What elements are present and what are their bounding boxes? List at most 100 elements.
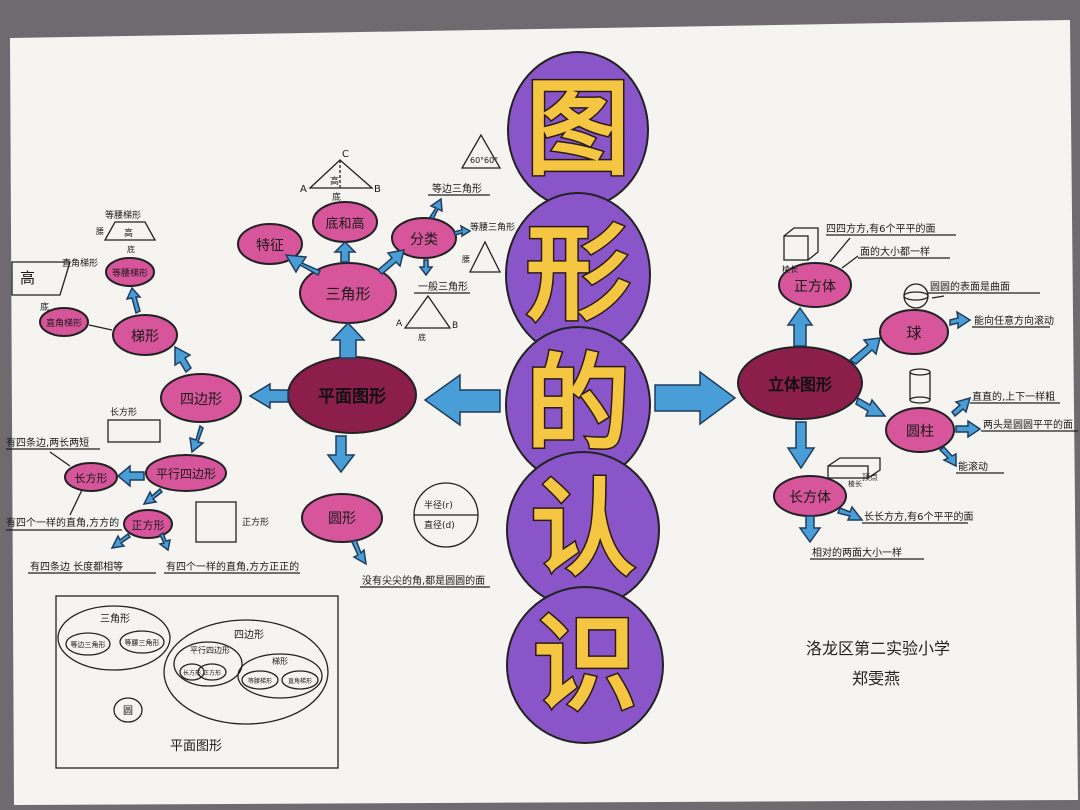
set-iso-trap (241, 670, 279, 690)
set-right-trap (281, 670, 319, 690)
node-parallelogram (145, 454, 227, 492)
set-circle-label: 圆 (123, 705, 133, 717)
author-name: 郑雯燕 (852, 669, 900, 688)
set-rectangle-label: 长方形 (183, 669, 201, 677)
set-isosceles (119, 630, 165, 654)
sphere-desc-1: 圆圆的表面是曲面 (930, 280, 1010, 293)
rectangle-desc-2: 有四个一样的直角,方方的 (6, 516, 119, 529)
square-desc: 有四条边 长度都相等 (30, 560, 123, 573)
height-label: 高 (124, 227, 133, 239)
features-label: 特征 (256, 238, 284, 254)
angle-label: 60° (484, 156, 498, 165)
arrow-to-classify (376, 249, 406, 276)
cuboid-sketch-edge (827, 457, 881, 479)
iso-trap-label: 等腰梯形 (112, 267, 148, 279)
link-line (931, 295, 945, 299)
diameter-label: 直径(d) (424, 519, 455, 531)
rectangle-desc: 有四条边,两长两短 (6, 436, 89, 449)
cube-sketch-edge (783, 227, 819, 261)
classify-label: 分类 (410, 232, 438, 248)
set-square (197, 663, 227, 681)
school-name: 洛龙区第二实验小学 (806, 639, 950, 658)
cuboid-label: 长方体 (789, 490, 831, 506)
solid-root-label: 立体图形 (768, 375, 832, 394)
title-column: 图 形 的 认 识 (505, 51, 664, 744)
rectangle-sketch (107, 419, 161, 443)
equilateral-sketch (460, 133, 502, 169)
set-trapezoid-label: 梯形 (272, 656, 288, 666)
set-equilateral-label: 等边三角形 (71, 640, 106, 649)
node-classify (391, 217, 457, 259)
cuboid-sketch (827, 465, 869, 479)
set-trapezoid (237, 653, 323, 699)
sphere-desc-2: 能向任意方向滚动 (974, 314, 1054, 327)
node-cylinder (885, 407, 955, 453)
cylinder-desc-3: 能滚动 (958, 460, 988, 473)
node-right-trap (39, 307, 89, 337)
waist-label: 腰 (462, 255, 470, 264)
set-square-label: 正方形 (203, 669, 221, 677)
arrow-to-general (418, 259, 434, 277)
circle-label: 圆形 (328, 511, 356, 527)
title-char: 识 (533, 603, 637, 725)
cube-label: 正方体 (794, 279, 836, 295)
base-label: 底 (332, 191, 341, 203)
arrow-to-cyl-desc-1 (950, 396, 972, 418)
set-rectangle (179, 663, 205, 681)
arrow-to-base-height (333, 240, 357, 263)
sphere-equator (903, 291, 929, 301)
arrow-to-sphere-desc (949, 310, 972, 330)
quad-label: 四边形 (180, 392, 222, 408)
set-parallelogram (173, 641, 243, 687)
arrow-to-isosceles (453, 224, 472, 238)
cuboid-vertex-label: 顶点 (862, 473, 878, 482)
title-char: 的 (526, 343, 630, 465)
node-sphere (879, 309, 949, 355)
set-isosceles-label: 等腰三角形 (125, 638, 160, 647)
cube-edge-label: 棱长 (782, 264, 798, 274)
title-circle (506, 586, 664, 744)
right-trap-caption: 直角梯形 (62, 257, 98, 269)
base-label: 底 (418, 332, 426, 342)
iso-trap-caption: 等腰梯形 (105, 209, 141, 221)
waist-label: 腰 (96, 227, 104, 236)
set-quad (163, 619, 329, 725)
summary-box (55, 595, 339, 769)
arrow-to-rectangle (116, 464, 145, 488)
arrow-to-circle (326, 435, 356, 474)
set-triangle-label: 三角形 (100, 613, 130, 625)
arrow-to-features (284, 254, 322, 277)
node-circle (301, 493, 383, 543)
link-line (69, 489, 83, 516)
arrow-to-cuboid (786, 421, 816, 470)
base-label: 底 (40, 301, 49, 313)
sphere-label: 球 (906, 324, 921, 342)
base-height-label: 底和高 (325, 216, 364, 232)
arrow-to-circle-desc (351, 538, 367, 566)
isosceles-label: 等腰三角形 (470, 221, 515, 233)
vertex-label: C (342, 149, 349, 160)
cylinder-label: 圆柱 (906, 424, 934, 440)
node-cube (778, 262, 852, 308)
set-circle (113, 697, 143, 723)
cuboid-desc-1: 长长方方,有6个平平的面 (864, 510, 974, 523)
set-parallelogram-label: 平行四边形 (190, 645, 230, 655)
title-char: 形 (526, 213, 630, 335)
circle-desc: 没有尖尖的角,都是圆圆的面 (362, 574, 485, 587)
title-char: 图 (526, 68, 630, 190)
height-label: 高 (330, 175, 339, 187)
node-rectangle (64, 462, 118, 492)
set-iso-trap-label: 等腰梯形 (248, 677, 272, 685)
base-label: 底 (127, 244, 135, 254)
cube-desc-2: 面的大小都一样 (860, 245, 930, 258)
arrow-to-parallelogram (189, 424, 205, 454)
cylinder-desc-2: 两头是圆圆平平的面 (983, 418, 1073, 431)
cuboid-edge-label: 棱长 (848, 479, 862, 488)
node-trapezoid (112, 314, 178, 356)
arrow-to-iso-trap (125, 286, 142, 315)
title-char: 认 (531, 468, 635, 590)
link-line (829, 237, 851, 263)
cylinder-sketch-bottom (909, 396, 931, 404)
angle-label: 60° (470, 156, 484, 165)
